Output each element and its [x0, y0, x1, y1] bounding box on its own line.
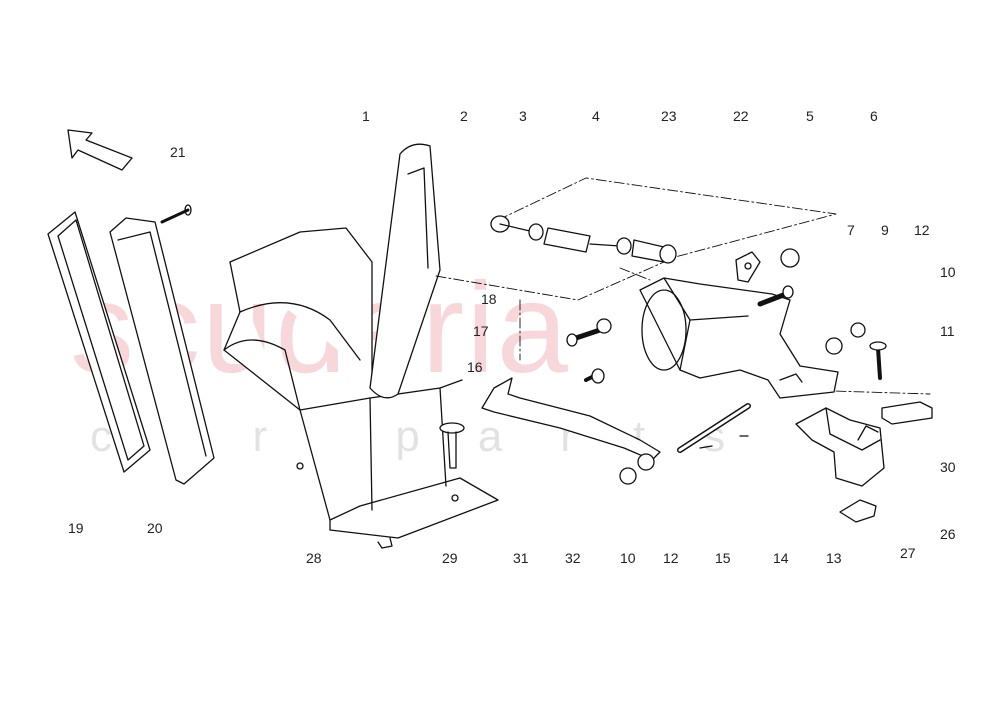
callout-16: 16	[467, 359, 483, 375]
callout-13: 13	[826, 550, 842, 566]
part-31-lever	[481, 377, 661, 461]
part-10-washer	[619, 467, 637, 485]
callout-20: 20	[147, 520, 163, 536]
callout-23: 23	[661, 108, 677, 124]
part-27-pad	[839, 499, 877, 523]
callout-6: 6	[870, 108, 878, 124]
callout-10-bottom: 10	[620, 550, 636, 566]
callout-21: 21	[170, 144, 186, 160]
part-22-bracket	[735, 251, 761, 283]
part-2-3-4-23-shaft-assembly	[490, 215, 677, 264]
part-5-nut	[780, 248, 800, 268]
callout-19: 19	[68, 520, 84, 536]
part-13-clamp-bracket	[795, 407, 885, 487]
part-14-sensor-bracket	[639, 277, 839, 399]
part-29-screw	[439, 422, 465, 469]
callout-7: 7	[847, 222, 855, 238]
arrow-up-left-icon	[67, 129, 133, 171]
part-11-screw	[876, 346, 882, 380]
callout-1: 1	[362, 108, 370, 124]
callout-18: 18	[481, 291, 497, 307]
callout-3: 3	[519, 108, 527, 124]
part-12-clip	[637, 453, 655, 471]
callout-17: 17	[473, 323, 489, 339]
callout-28: 28	[306, 550, 322, 566]
part-1-pedal-arm	[369, 143, 441, 399]
callout-10-right: 10	[940, 264, 956, 280]
callout-27: 27	[900, 545, 916, 561]
part-7-nut	[825, 337, 843, 355]
callout-29: 29	[442, 550, 458, 566]
part-21-pin	[160, 208, 190, 224]
callout-31: 31	[513, 550, 529, 566]
callout-11: 11	[940, 323, 955, 339]
callout-26: 26	[940, 526, 956, 542]
callout-15: 15	[715, 550, 731, 566]
callout-14: 14	[773, 550, 789, 566]
part-19-trim-strip	[47, 211, 151, 473]
callout-9: 9	[881, 222, 889, 238]
part-28-pedal-housing	[223, 227, 499, 549]
callout-2: 2	[460, 108, 468, 124]
part-20-trim-strip	[109, 217, 215, 485]
part-16-washer	[596, 318, 612, 334]
callout-12-bottom: 12	[663, 550, 679, 566]
part-9-washer	[850, 322, 866, 338]
callout-12-top: 12	[914, 222, 930, 238]
callout-32: 32	[565, 550, 581, 566]
callout-4: 4	[592, 108, 600, 124]
callout-22: 22	[733, 108, 749, 124]
callout-30: 30	[940, 459, 956, 475]
part-30-block	[881, 401, 933, 425]
callout-5: 5	[806, 108, 814, 124]
part-6-bolt	[757, 291, 789, 307]
